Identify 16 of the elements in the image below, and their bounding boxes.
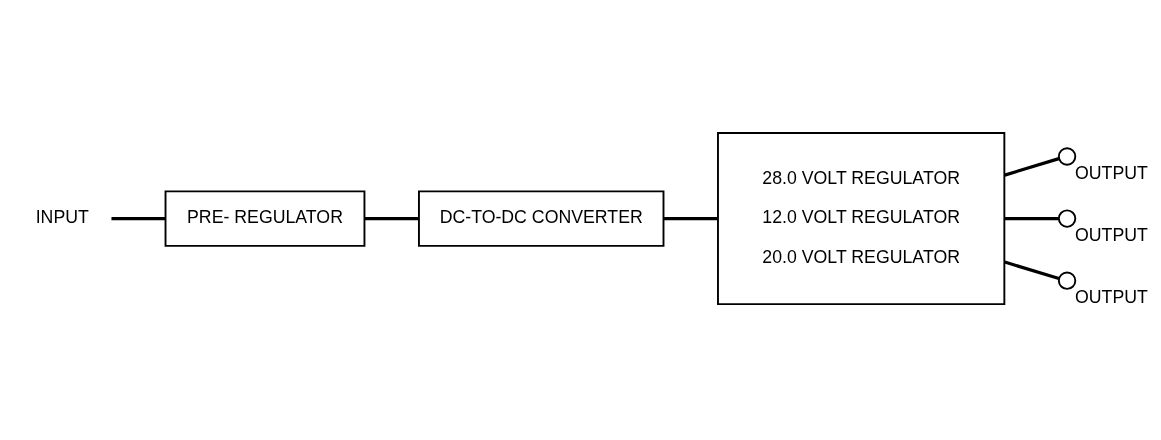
connector bbox=[111, 216, 166, 220]
node-circle bbox=[1057, 208, 1077, 228]
node-box: DC-TO-DC CONVERTER bbox=[418, 189, 665, 247]
node-label: OUTPUT bbox=[1075, 286, 1148, 307]
connector bbox=[1004, 156, 1060, 177]
connector bbox=[663, 216, 718, 220]
connector bbox=[364, 216, 419, 220]
connector bbox=[1004, 260, 1060, 280]
node-label: OUTPUT bbox=[1075, 224, 1148, 245]
node-box: 28.0 VOLT REGULATOR 12.0 VOLT REGULATOR 20.0 VOLT REGULATOR bbox=[717, 131, 1006, 305]
node-box: PRE- REGULATOR bbox=[164, 189, 366, 247]
node-circle bbox=[1057, 146, 1077, 166]
node-label: OUTPUT bbox=[1075, 162, 1148, 183]
node-text: INPUT bbox=[35, 206, 89, 227]
node-circle bbox=[1057, 271, 1077, 290]
connector bbox=[1004, 216, 1059, 220]
